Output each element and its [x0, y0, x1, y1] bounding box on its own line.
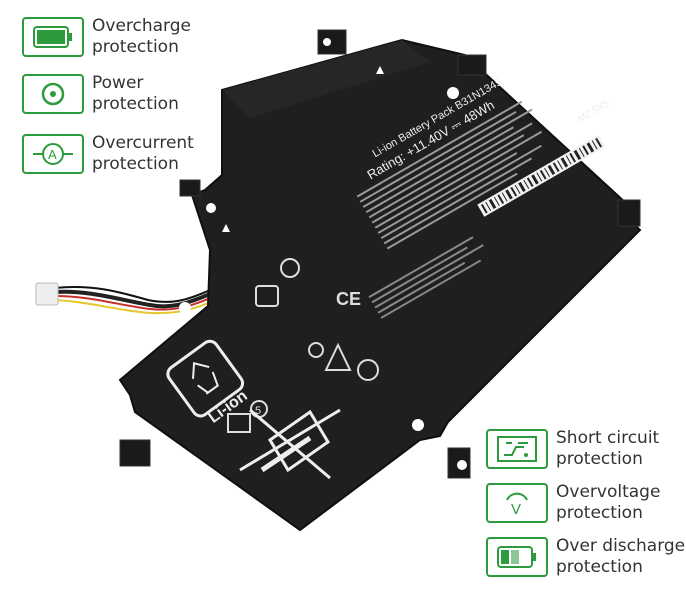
- ce-mark-icon: CE: [336, 289, 361, 309]
- overcurrent-label: Overcurrent protection: [92, 133, 194, 174]
- circuit-board-icon: [497, 436, 537, 462]
- overvoltage-label: Overvoltage protection: [556, 482, 661, 523]
- rohs-icon: [280, 258, 300, 278]
- over-discharge-icon-box: [486, 537, 548, 577]
- voltage-icon: V: [506, 492, 528, 518]
- certification-marks: CE: [227, 258, 379, 433]
- short-circuit-icon-box: [486, 429, 548, 469]
- recycle-number-text: 5: [255, 405, 261, 417]
- over-discharge-label: Over discharge protection: [556, 536, 686, 577]
- feature-overvoltage: V Overvoltage protection: [486, 482, 660, 524]
- kc-mark-icon: [255, 285, 279, 307]
- feature-overcharge: Overcharge protection: [22, 16, 191, 58]
- svg-text:V: V: [511, 501, 521, 518]
- overvoltage-icon-box: V: [486, 483, 548, 523]
- certification-c-icon: [357, 359, 379, 381]
- battery-label: Li-ion Battery Pack B31N1345 Rating: +11…: [356, 76, 612, 319]
- svg-text:A: A: [48, 147, 57, 162]
- feature-power: Power protection: [22, 73, 179, 115]
- battery-full-icon: [33, 26, 72, 48]
- power-icon-box: [22, 74, 84, 114]
- warning-triangle-icon: [324, 342, 352, 371]
- crossed-bin-icon: [239, 408, 341, 480]
- feature-short-circuit: Short circuit protection: [486, 428, 659, 470]
- ammeter-icon: A: [33, 143, 73, 165]
- chinese-recycle-icon: [227, 413, 251, 433]
- power-label: Power protection: [92, 73, 179, 114]
- battery-low-icon: [497, 546, 536, 568]
- battery-cable: [35, 282, 216, 315]
- overcurrent-icon-box: A: [22, 134, 84, 174]
- power-target-icon: [41, 82, 65, 106]
- overcharge-label: Overcharge protection: [92, 16, 191, 57]
- short-circuit-label: Short circuit protection: [556, 428, 660, 469]
- feature-over-discharge: Over discharge protection: [486, 536, 685, 578]
- battery-body: [118, 29, 642, 532]
- overcharge-icon-box: [22, 17, 84, 57]
- ul-mark-icon: [308, 342, 324, 358]
- feature-overcurrent: A Overcurrent protection: [22, 133, 194, 175]
